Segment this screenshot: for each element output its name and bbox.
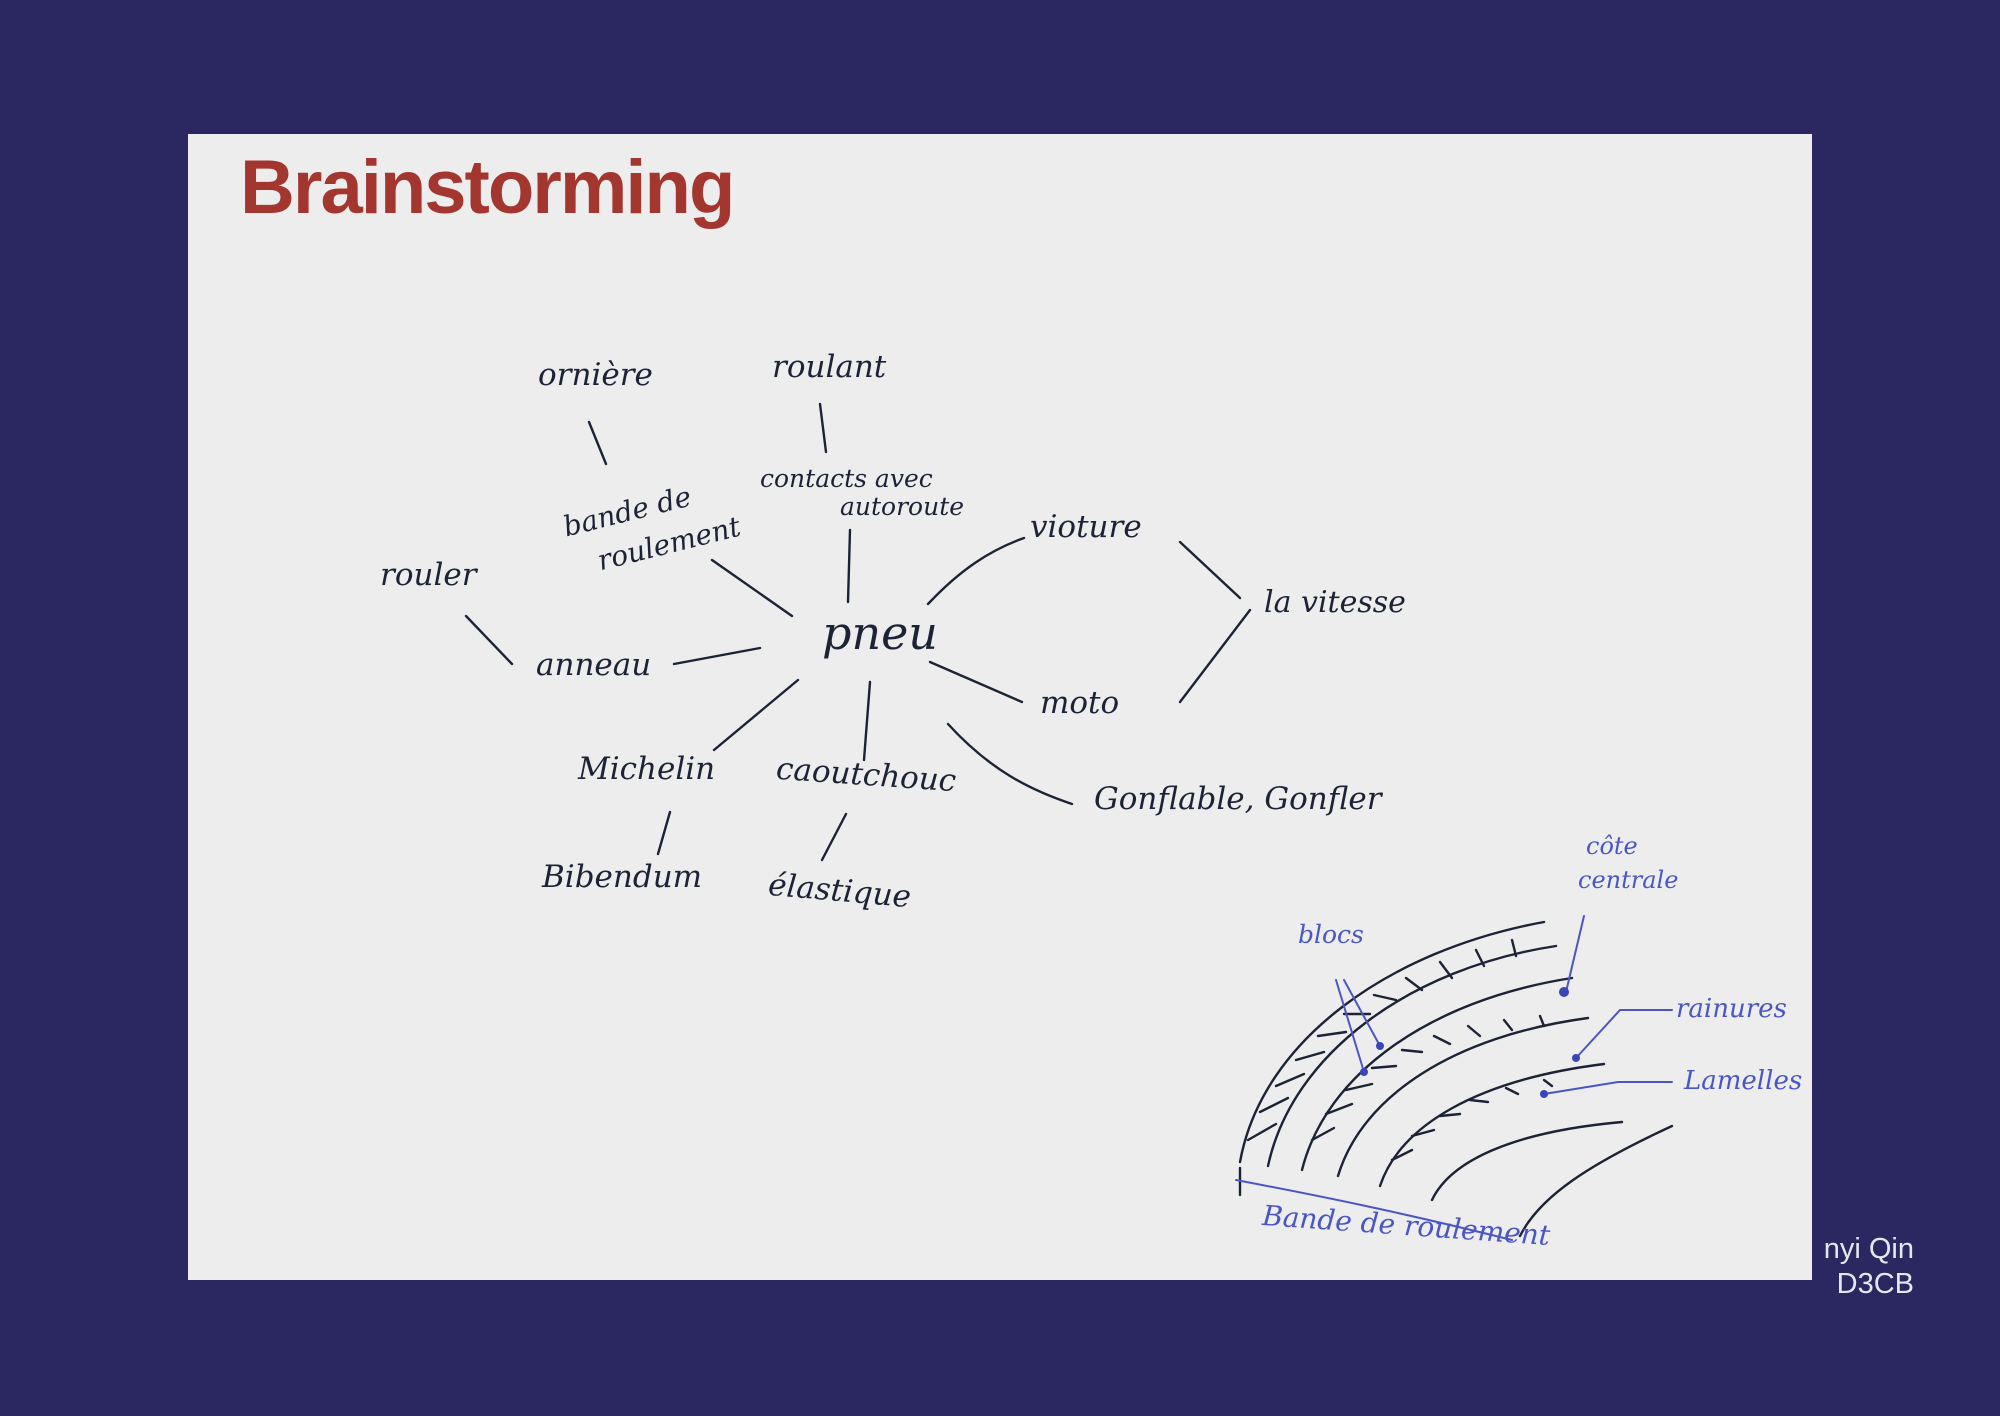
tire-label-cote-line2: centrale [1578,866,1679,894]
author-name: nyi Qin [1823,1233,1914,1265]
page-title: Brainstorming [240,145,735,230]
mindmap-node-orniere: ornière [538,357,653,393]
mindmap-node-rouler: rouler [380,557,477,593]
author-credit: nyi Qin D3CB [1824,1232,1914,1302]
mindmap-node-michelin: Michelin [578,751,716,787]
tire-label-lamelles: Lamelles [1684,1066,1803,1096]
tire-label-blocs: blocs [1298,920,1364,949]
mindmap-node-anneau: anneau [536,647,652,683]
tire-label-cote-line1: côte [1586,832,1638,860]
mindmap-node-roulant: roulant [772,349,887,385]
mindmap-node-vioture: vioture [1030,509,1142,545]
mindmap-node-contacts-line2: autoroute [840,492,965,521]
author-group: D3CB [1836,1267,1914,1300]
mindmap-node-bibendum: Bibendum [542,859,703,895]
sketch-paper [188,134,1812,1280]
mindmap-center-pneu: pneu [822,606,938,660]
tire-label-rainures: rainures [1676,994,1787,1024]
mindmap-node-contacts-line1: contacts avec [760,464,933,493]
mindmap-node-la-vitesse: la vitesse [1264,585,1406,620]
mindmap-node-moto: moto [1040,685,1120,721]
mindmap-node-gonflable: Gonflable, Gonfler [1094,781,1382,817]
